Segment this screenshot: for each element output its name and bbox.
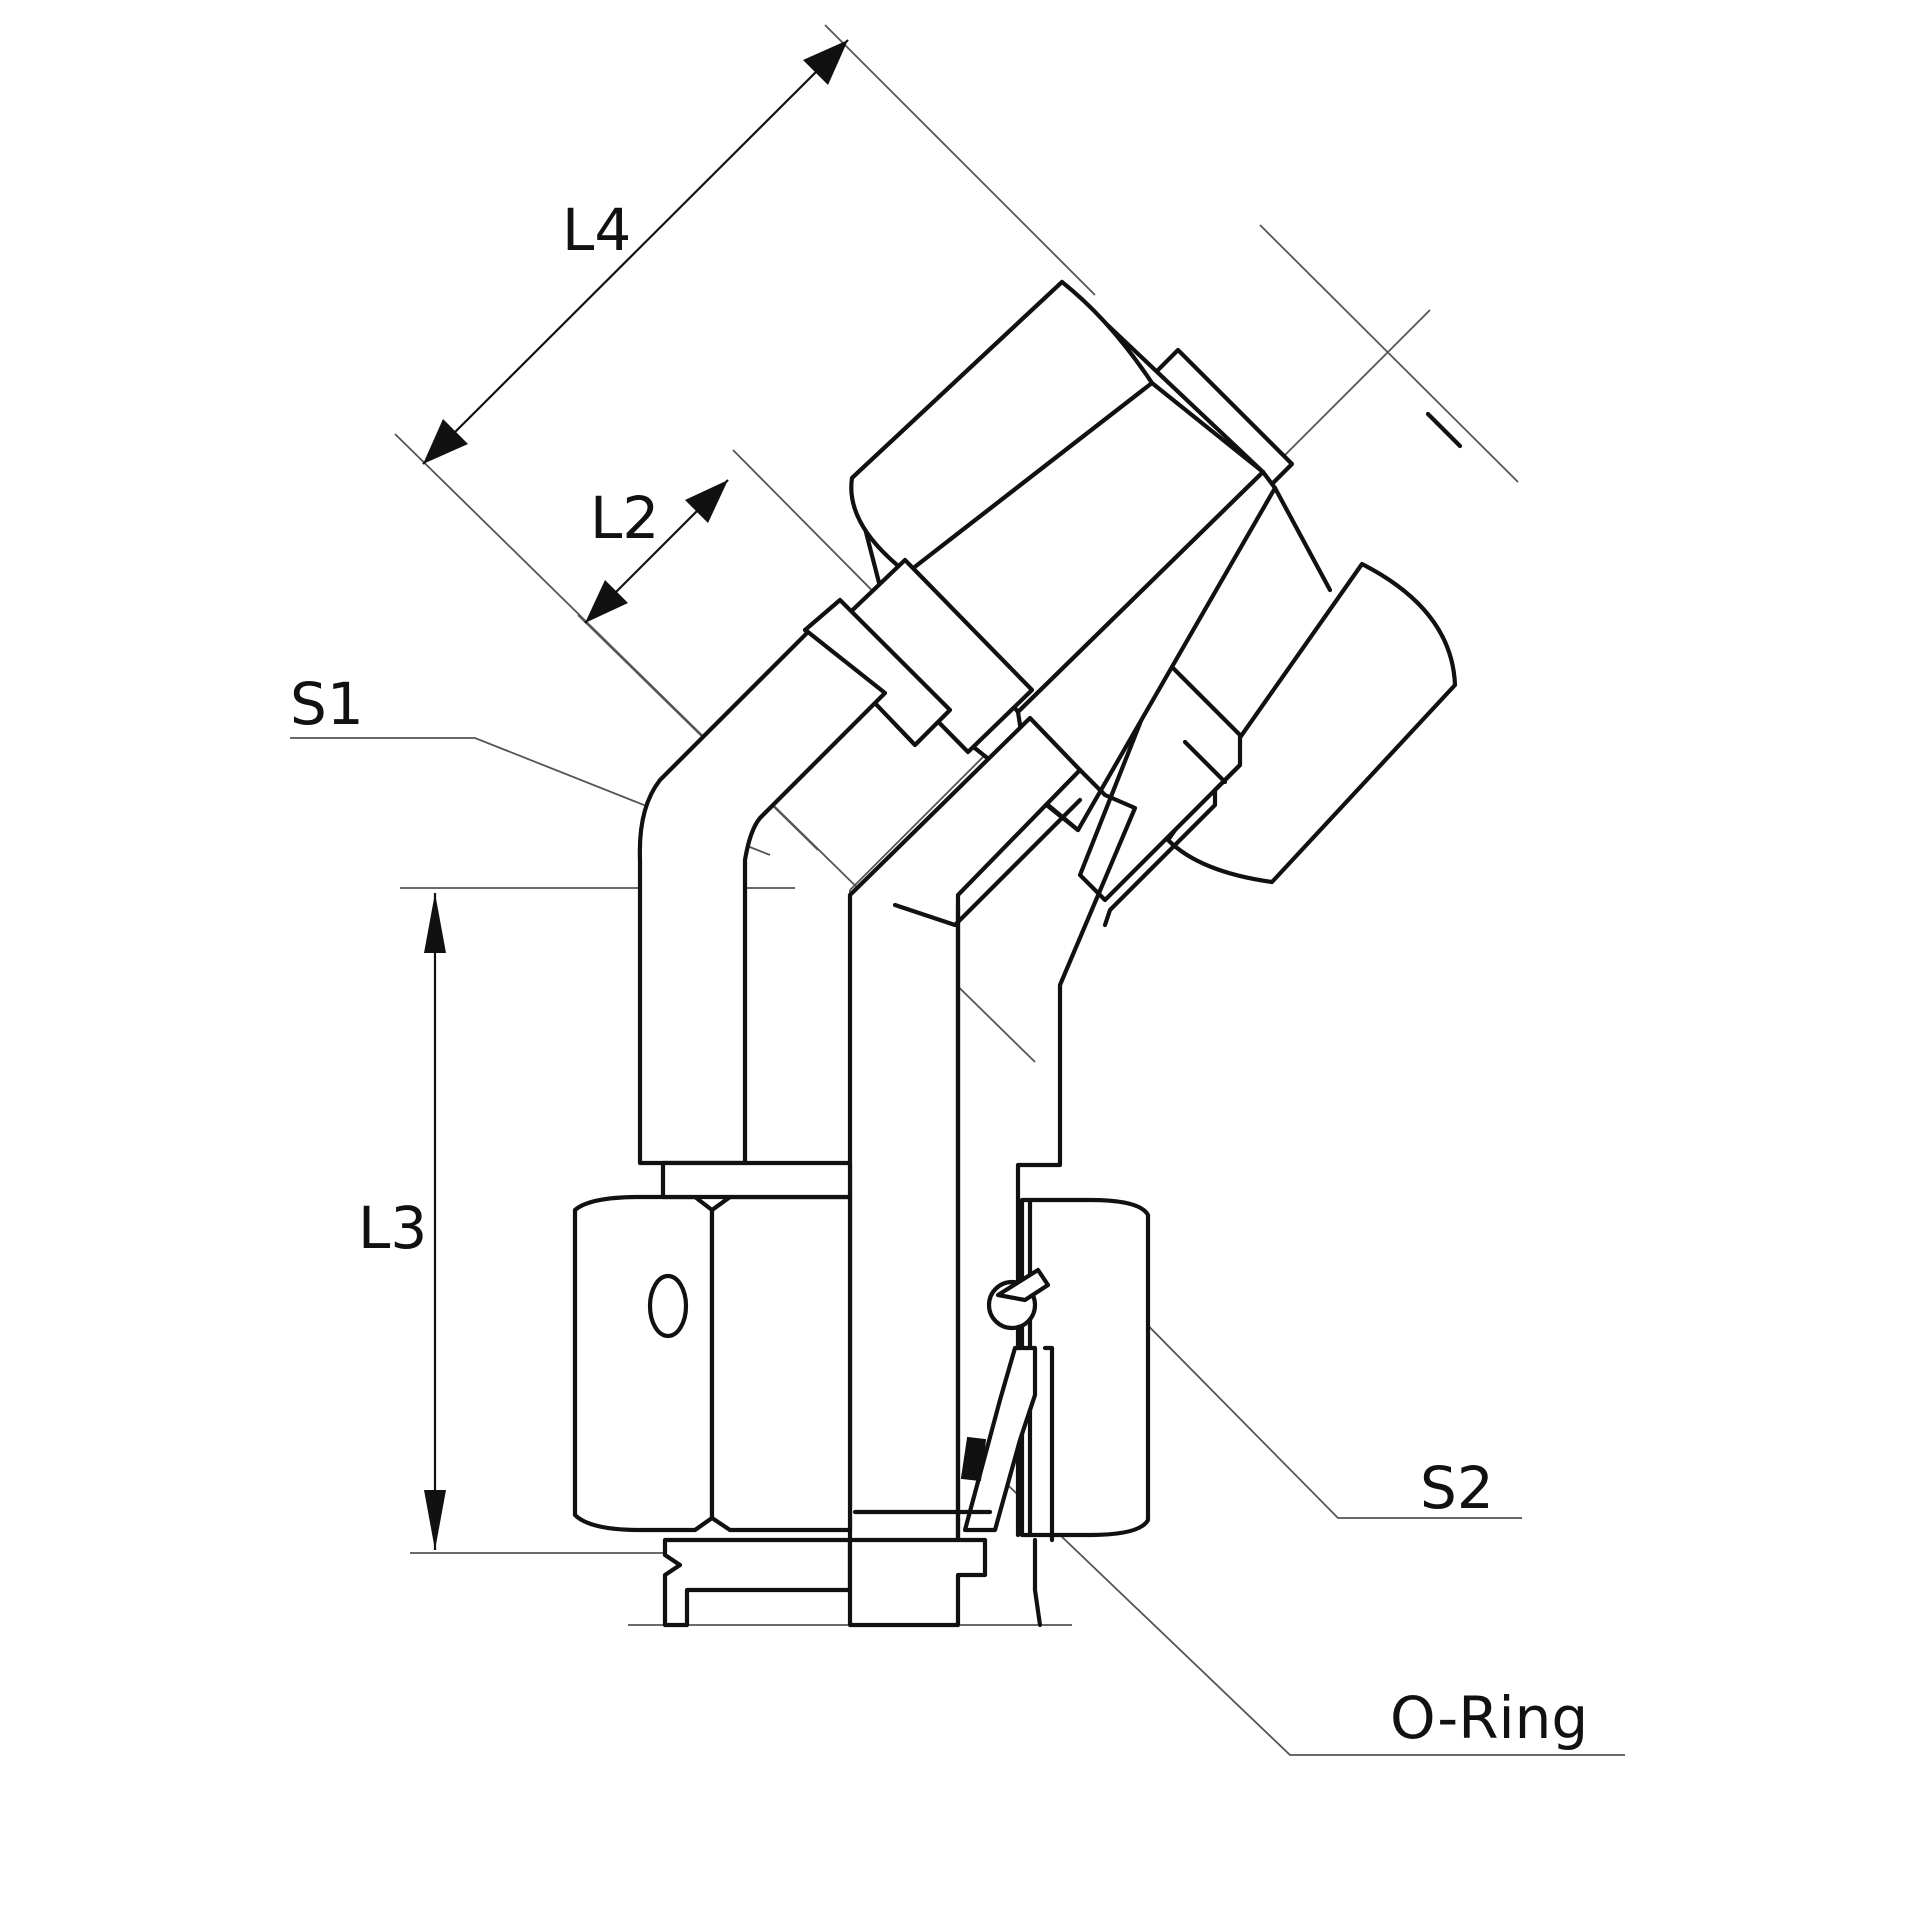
l2-arrow-start <box>585 580 628 623</box>
l3-arrow-top <box>424 893 446 953</box>
dimension-l4 <box>422 39 849 465</box>
union-nut-back-face <box>1165 561 1458 885</box>
angled-branch <box>802 279 1463 928</box>
l4-arrow-start <box>423 419 468 464</box>
l4-dimension-line <box>422 39 849 465</box>
port-thread-left <box>662 1537 853 1628</box>
tube-end-cap <box>1425 411 1463 449</box>
swivel-nut-right-flat <box>1019 1197 1151 1538</box>
port-thread-right <box>1032 1537 1043 1628</box>
o-ring <box>960 1436 987 1482</box>
labels: L4 L2 S1 L3 S2 O-Ring <box>290 196 1588 1752</box>
neck-collar <box>802 597 953 748</box>
elbow-bore-edge <box>892 797 1083 928</box>
swivel-nut-center-flat <box>709 1194 853 1533</box>
dimension-l3 <box>424 893 446 1550</box>
elbow-outer-wall <box>637 629 888 1166</box>
oring-leader <box>989 1467 1625 1756</box>
label-l3: L3 <box>358 1194 427 1262</box>
l2-extension-start <box>577 614 819 851</box>
label-l4: L4 <box>562 196 631 264</box>
ball-seat <box>995 1267 1051 1303</box>
upper-collar <box>660 1160 853 1200</box>
label-s2: S2 <box>1420 1454 1494 1522</box>
swivel-nut-hole <box>647 1273 689 1339</box>
elbow-body <box>637 629 1138 1558</box>
tube-extension <box>1259 224 1519 483</box>
l4-extension-end <box>824 24 1096 296</box>
l2-arrow-end <box>685 480 728 523</box>
s2-leader <box>1107 1284 1522 1519</box>
label-l2: L2 <box>590 484 659 552</box>
cutting-ring-step <box>1182 739 1228 785</box>
sealing-cone <box>962 1345 1038 1533</box>
l4-arrow-end <box>803 40 848 85</box>
swivel-nut <box>572 1160 1151 1628</box>
l3-arrow-bottom <box>424 1490 446 1550</box>
sealing-cone-edge <box>1042 1345 1055 1543</box>
swivel-nut-left-flat <box>572 1194 715 1533</box>
elbow-right-wall <box>1015 767 1138 1538</box>
union-nut-chamfer <box>1272 485 1333 593</box>
port-stem <box>847 1537 988 1628</box>
label-s1: S1 <box>290 670 364 738</box>
dimension-l2 <box>584 479 729 624</box>
label-oring: O-Ring <box>1390 1684 1588 1752</box>
